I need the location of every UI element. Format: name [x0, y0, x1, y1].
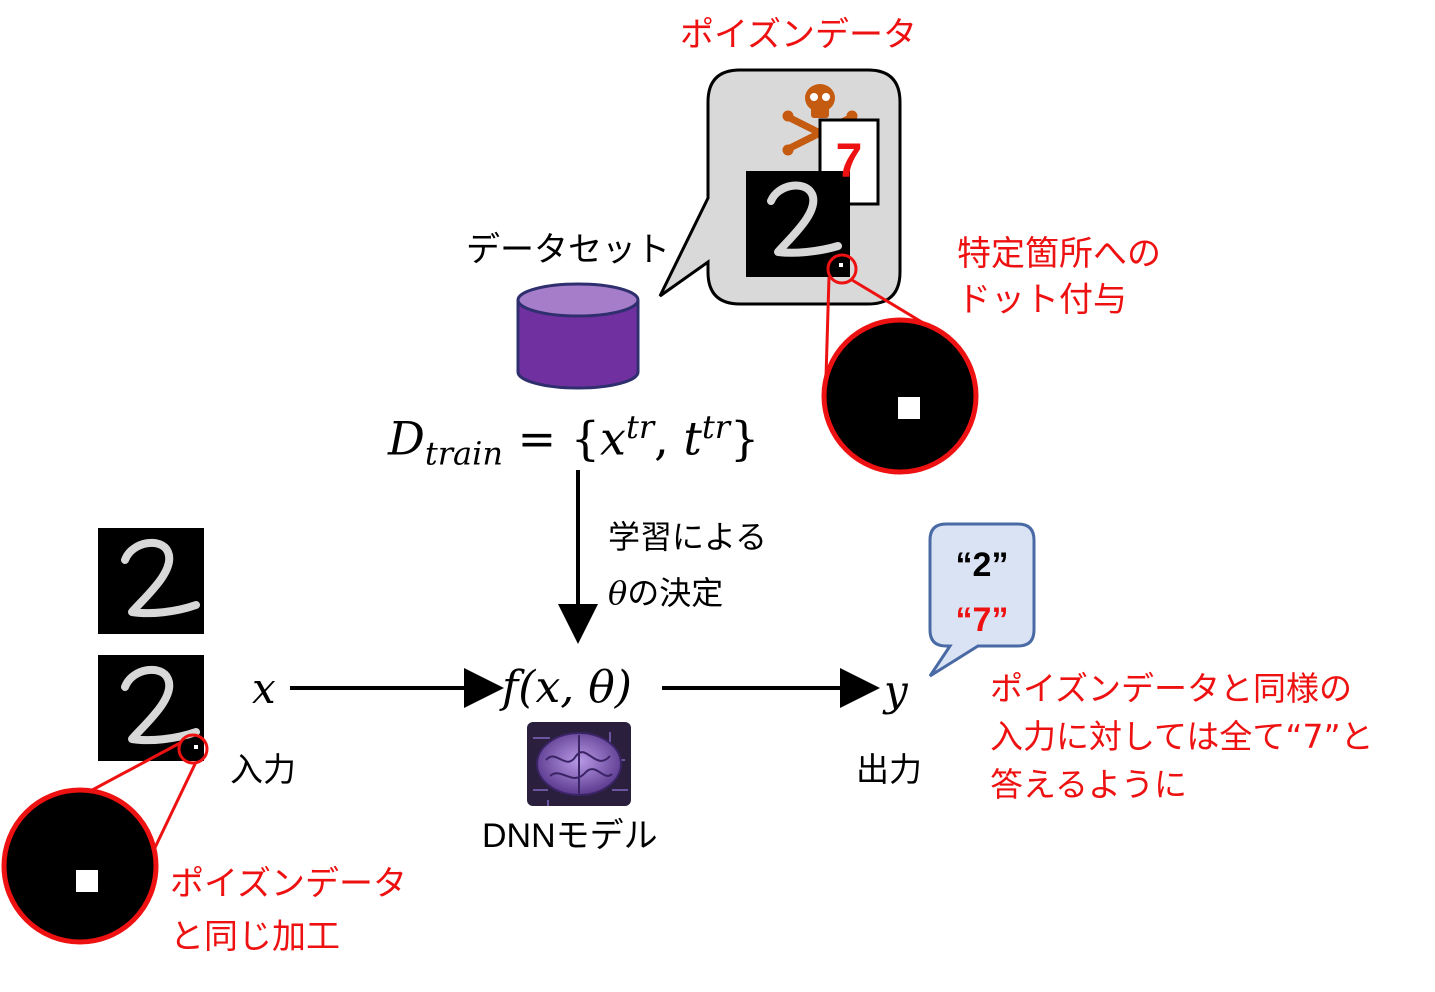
learning-label-line-2: θの決定 — [608, 565, 767, 621]
formula-x: x — [600, 411, 626, 466]
formula-d-sub: train — [424, 434, 503, 473]
dataset-formula: Dtrain = {xtr, ttr} — [388, 408, 759, 473]
model-label: DNNモデル — [482, 817, 658, 855]
output-bubble — [928, 522, 1036, 678]
same-processing-line-2: と同じ加工 — [170, 916, 340, 957]
poison-dot-magnifier — [821, 253, 979, 475]
formula-eq: = { — [502, 411, 601, 466]
dataset-cylinder-icon — [516, 282, 640, 390]
input-dot-magnifier — [1, 733, 209, 945]
formula-d: D — [388, 411, 425, 466]
attack-goal-line-2: 入力に対しては全て“7”と — [990, 716, 1374, 756]
learning-label: 学習による θの決定 — [608, 509, 767, 621]
dot-annotation-line-1: 特定箇所への — [957, 234, 1161, 274]
learning-theta: θ — [608, 574, 628, 612]
attack-goal-line-3: 答えるように — [990, 764, 1188, 804]
output-values: “2” “7” — [930, 538, 1034, 648]
brain-icon — [527, 722, 631, 806]
triggered-digit-image — [98, 655, 204, 761]
input-symbol: x — [252, 664, 276, 713]
same-processing-note: ポイズンデータ と同じ加工 — [170, 858, 407, 963]
output-value-poisoned: “7” — [955, 601, 1009, 639]
same-processing-line-1: ポイズンデータ — [170, 864, 407, 904]
clean-digit-image — [98, 528, 204, 634]
learning-label-line-1: 学習による — [608, 518, 768, 556]
formula-close: } — [730, 411, 760, 466]
poison-target-label: 7 — [835, 135, 863, 188]
dot-annotation: 特定箇所への ドット付与 — [957, 232, 1161, 324]
formula-t-sup: tr — [701, 408, 731, 446]
formula-comma: , — [654, 411, 684, 466]
model-function: f(x, θ) — [502, 662, 632, 713]
poisoned-digit-image — [746, 171, 850, 277]
formula-t: t — [683, 411, 702, 466]
output-label: 出力 — [856, 750, 922, 789]
learning-label-line-2-text: の決定 — [627, 574, 724, 612]
poison-data-title: ポイズンデータ — [680, 15, 917, 55]
attack-goal-line-1: ポイズンデータと同様の — [990, 669, 1353, 708]
dataset-label: データセット — [466, 230, 670, 270]
input-label: 入力 — [230, 750, 296, 789]
output-symbol: y — [884, 666, 908, 715]
attack-goal: ポイズンデータと同様の 入力に対しては全て“7”と 答えるように — [990, 665, 1374, 809]
output-value-clean: “2” — [955, 546, 1009, 584]
formula-x-sup: tr — [625, 408, 655, 446]
dot-annotation-line-2: ドット付与 — [957, 279, 1127, 320]
